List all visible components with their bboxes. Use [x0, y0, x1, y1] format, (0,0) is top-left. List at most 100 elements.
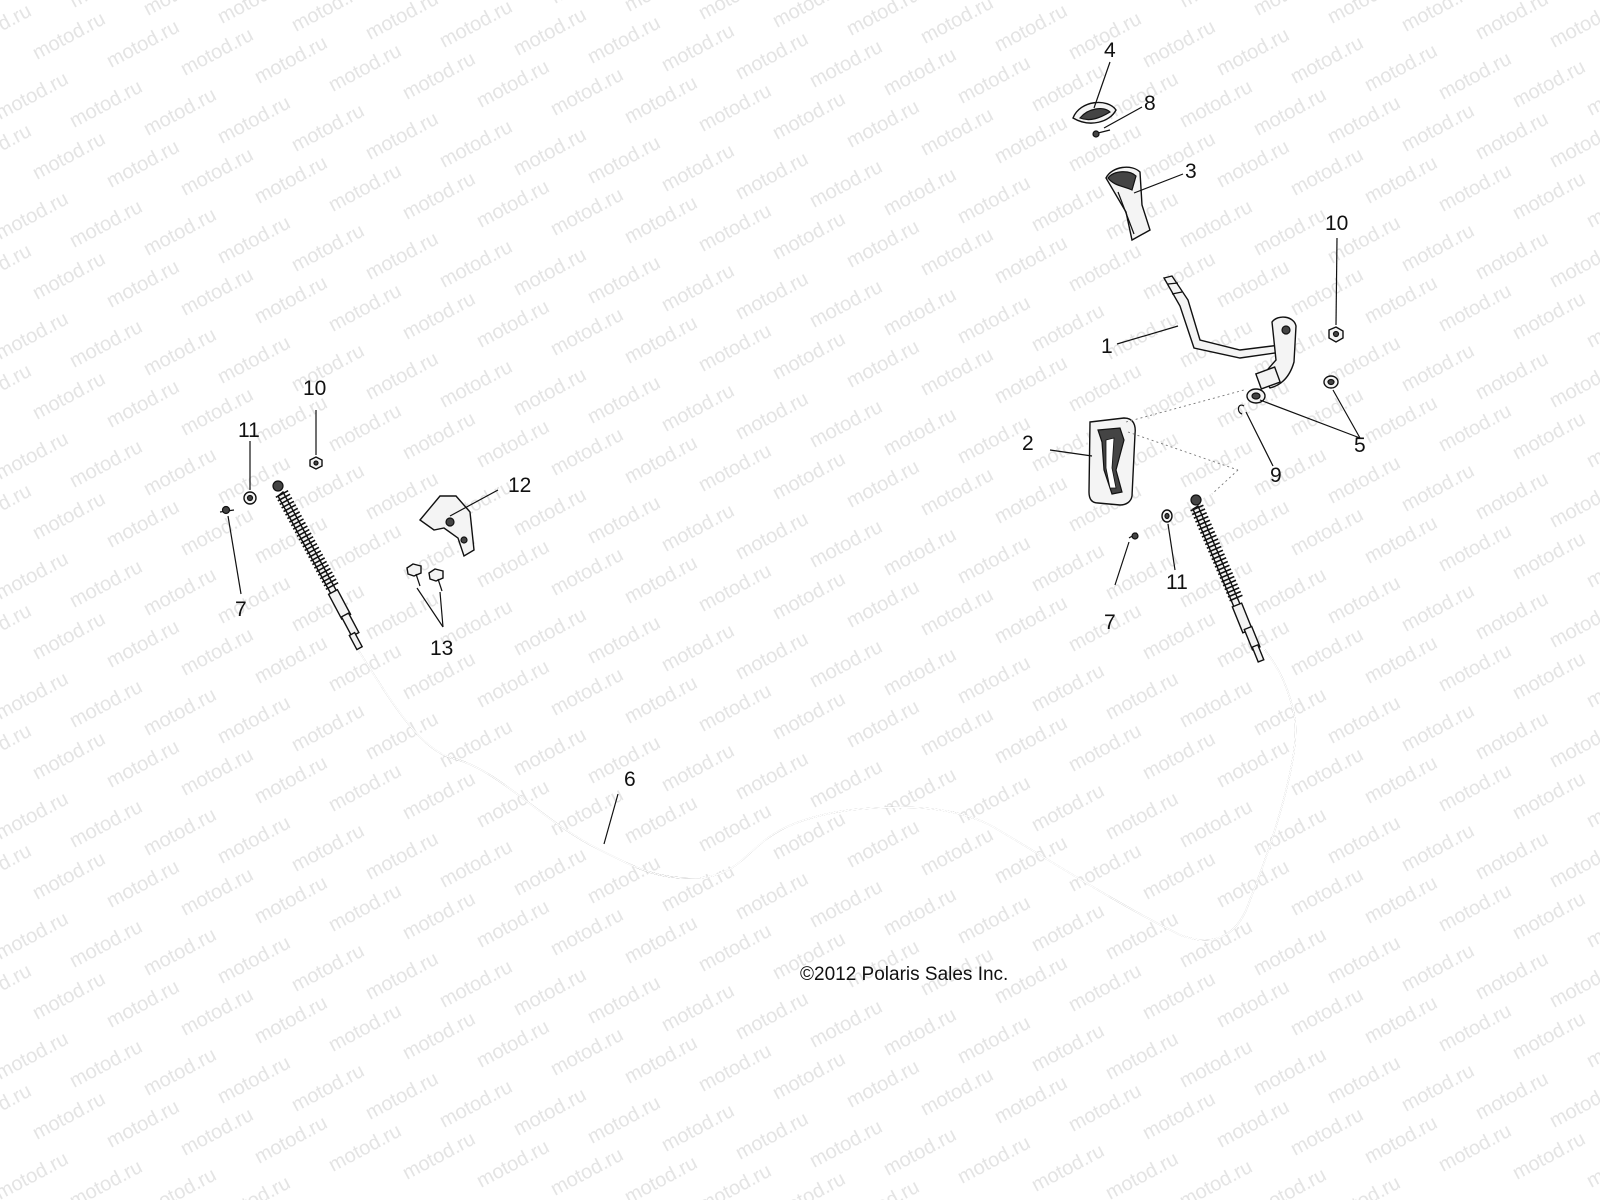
callout-8: 8	[1144, 92, 1156, 115]
watermark-text: motod.ru	[177, 984, 257, 1040]
part-9-clip	[1237, 404, 1245, 415]
watermark-text: motod.ru	[473, 656, 553, 712]
watermark-text: motod.ru	[140, 1164, 220, 1200]
spring-coil	[302, 539, 316, 548]
watermark-text: motod.ru	[732, 988, 812, 1044]
callout-6: 6	[624, 768, 636, 791]
watermark-text: motod.ru	[0, 1148, 72, 1200]
callout-10-right: 10	[1325, 212, 1348, 235]
watermark-text: motod.ru	[1250, 804, 1330, 860]
watermark-text: motod.ru	[214, 572, 294, 628]
watermark-text: motod.ru	[843, 1176, 923, 1200]
callout-10-left: 10	[303, 377, 326, 400]
watermark-text: motod.ru	[1287, 1104, 1367, 1160]
watermark-text: motod.ru	[362, 1068, 442, 1124]
watermark-text: motod.ru	[658, 740, 738, 796]
watermark-text: motod.ru	[880, 284, 960, 340]
watermark-text: motod.ru	[1509, 408, 1589, 464]
spring-coil	[325, 581, 339, 591]
watermark-text: motod.ru	[1250, 684, 1330, 740]
watermark-text: motod.ru	[103, 1096, 183, 1152]
part-1-shift-lever	[1162, 275, 1297, 390]
watermark-text: motod.ru	[1065, 720, 1145, 776]
watermark-text: motod.ru	[1287, 624, 1367, 680]
watermark-text: motod.ru	[1250, 444, 1330, 500]
watermark-text: motod.ru	[510, 364, 590, 420]
watermark-text: motod.ru	[1287, 144, 1367, 200]
part-4-knob-cap	[1072, 101, 1117, 124]
watermark-text: motod.ru	[1213, 376, 1293, 432]
spring-coil	[1213, 556, 1227, 565]
watermark-text: motod.ru	[991, 352, 1071, 408]
watermark-text: motod.ru	[1361, 392, 1441, 448]
watermark-text: motod.ru	[1324, 0, 1404, 28]
watermark-text: motod.ru	[584, 972, 664, 1028]
watermark-text: motod.ru	[66, 316, 146, 372]
watermark-text: motod.ru	[1509, 648, 1589, 704]
watermark-text: motod.ru	[66, 916, 146, 972]
watermark-text: motod.ru	[1546, 356, 1600, 412]
watermark-text: motod.ru	[584, 132, 664, 188]
watermark-text: motod.ru	[1435, 160, 1515, 216]
watermark-text: motod.ru	[325, 160, 405, 216]
callout-labels: 4 8 3 10 1 5 2 9 11 7 10 11 12 7 13 6	[235, 39, 1366, 791]
spring-coil	[304, 543, 318, 552]
callout-4: 4	[1104, 39, 1116, 62]
watermark-text: motod.ru	[1176, 0, 1256, 12]
cable-end-right	[1190, 494, 1265, 663]
watermark-text: motod.ru	[325, 880, 405, 936]
watermark-text: motod.ru	[1509, 1128, 1589, 1184]
watermark-text: motod.ru	[0, 68, 72, 124]
watermark-text: motod.ru	[66, 796, 146, 852]
watermark-text: motod.ru	[510, 1084, 590, 1140]
spring-coil	[1201, 530, 1216, 538]
watermark-text: motod.ru	[436, 116, 516, 172]
part-3-shift-handle	[1105, 166, 1151, 242]
watermark-text: motod.ru	[806, 396, 886, 452]
watermark-text: motod.ru	[695, 920, 775, 976]
watermark-text: motod.ru	[880, 404, 960, 460]
watermark-text: motod.ru	[1546, 1076, 1600, 1132]
watermark-text: motod.ru	[843, 336, 923, 392]
spring-coil	[1195, 515, 1209, 523]
spring-coil	[319, 571, 333, 580]
watermark-text: motod.ru	[1250, 564, 1330, 620]
watermark-text: motod.ru	[880, 524, 960, 580]
watermark-text: motod.ru	[1028, 540, 1108, 596]
watermark-text: motod.ru	[325, 760, 405, 816]
watermark-text: motod.ru	[1398, 460, 1478, 516]
watermark-text: motod.ru	[695, 0, 775, 24]
spring-coil	[1211, 553, 1225, 561]
watermark-text: motod.ru	[1065, 1080, 1145, 1136]
watermark-text: motod.ru	[288, 340, 368, 396]
watermark-text: motod.ru	[1176, 676, 1256, 732]
watermark-text: motod.ru	[177, 264, 257, 320]
watermark-text: motod.ru	[547, 64, 627, 120]
spring-coil	[277, 493, 291, 502]
watermark-text: motod.ru	[0, 668, 72, 724]
watermark-text: motod.ru	[584, 372, 664, 428]
watermark-text: motod.ru	[658, 260, 738, 316]
watermark-text: motod.ru	[621, 312, 701, 368]
watermark-text: motod.ru	[214, 812, 294, 868]
spring-coil	[294, 525, 308, 534]
cable-end-left	[272, 480, 364, 651]
watermark-text: motod.ru	[547, 424, 627, 480]
spring-coil	[296, 528, 310, 537]
watermark-text: motod.ru	[806, 276, 886, 332]
watermark-text: motod.ru	[769, 88, 849, 144]
watermark-text: motod.ru	[695, 680, 775, 736]
watermark-text: motod.ru	[251, 752, 331, 808]
watermark-text: motod.ru	[621, 1152, 701, 1200]
watermark-text: motod.ru	[1398, 340, 1478, 396]
watermark-text: motod.ru	[769, 1048, 849, 1104]
watermark-text: motod.ru	[66, 196, 146, 252]
watermark-text: motod.ru	[991, 592, 1071, 648]
watermark-text: motod.ru	[214, 332, 294, 388]
watermark-text: motod.ru	[732, 1108, 812, 1164]
watermark-text: motod.ru	[66, 676, 146, 732]
watermark-text: motod.ru	[510, 604, 590, 660]
spring-coil	[1219, 571, 1233, 580]
watermark-text: motod.ru	[1102, 788, 1182, 844]
watermark-text: motod.ru	[1324, 92, 1404, 148]
